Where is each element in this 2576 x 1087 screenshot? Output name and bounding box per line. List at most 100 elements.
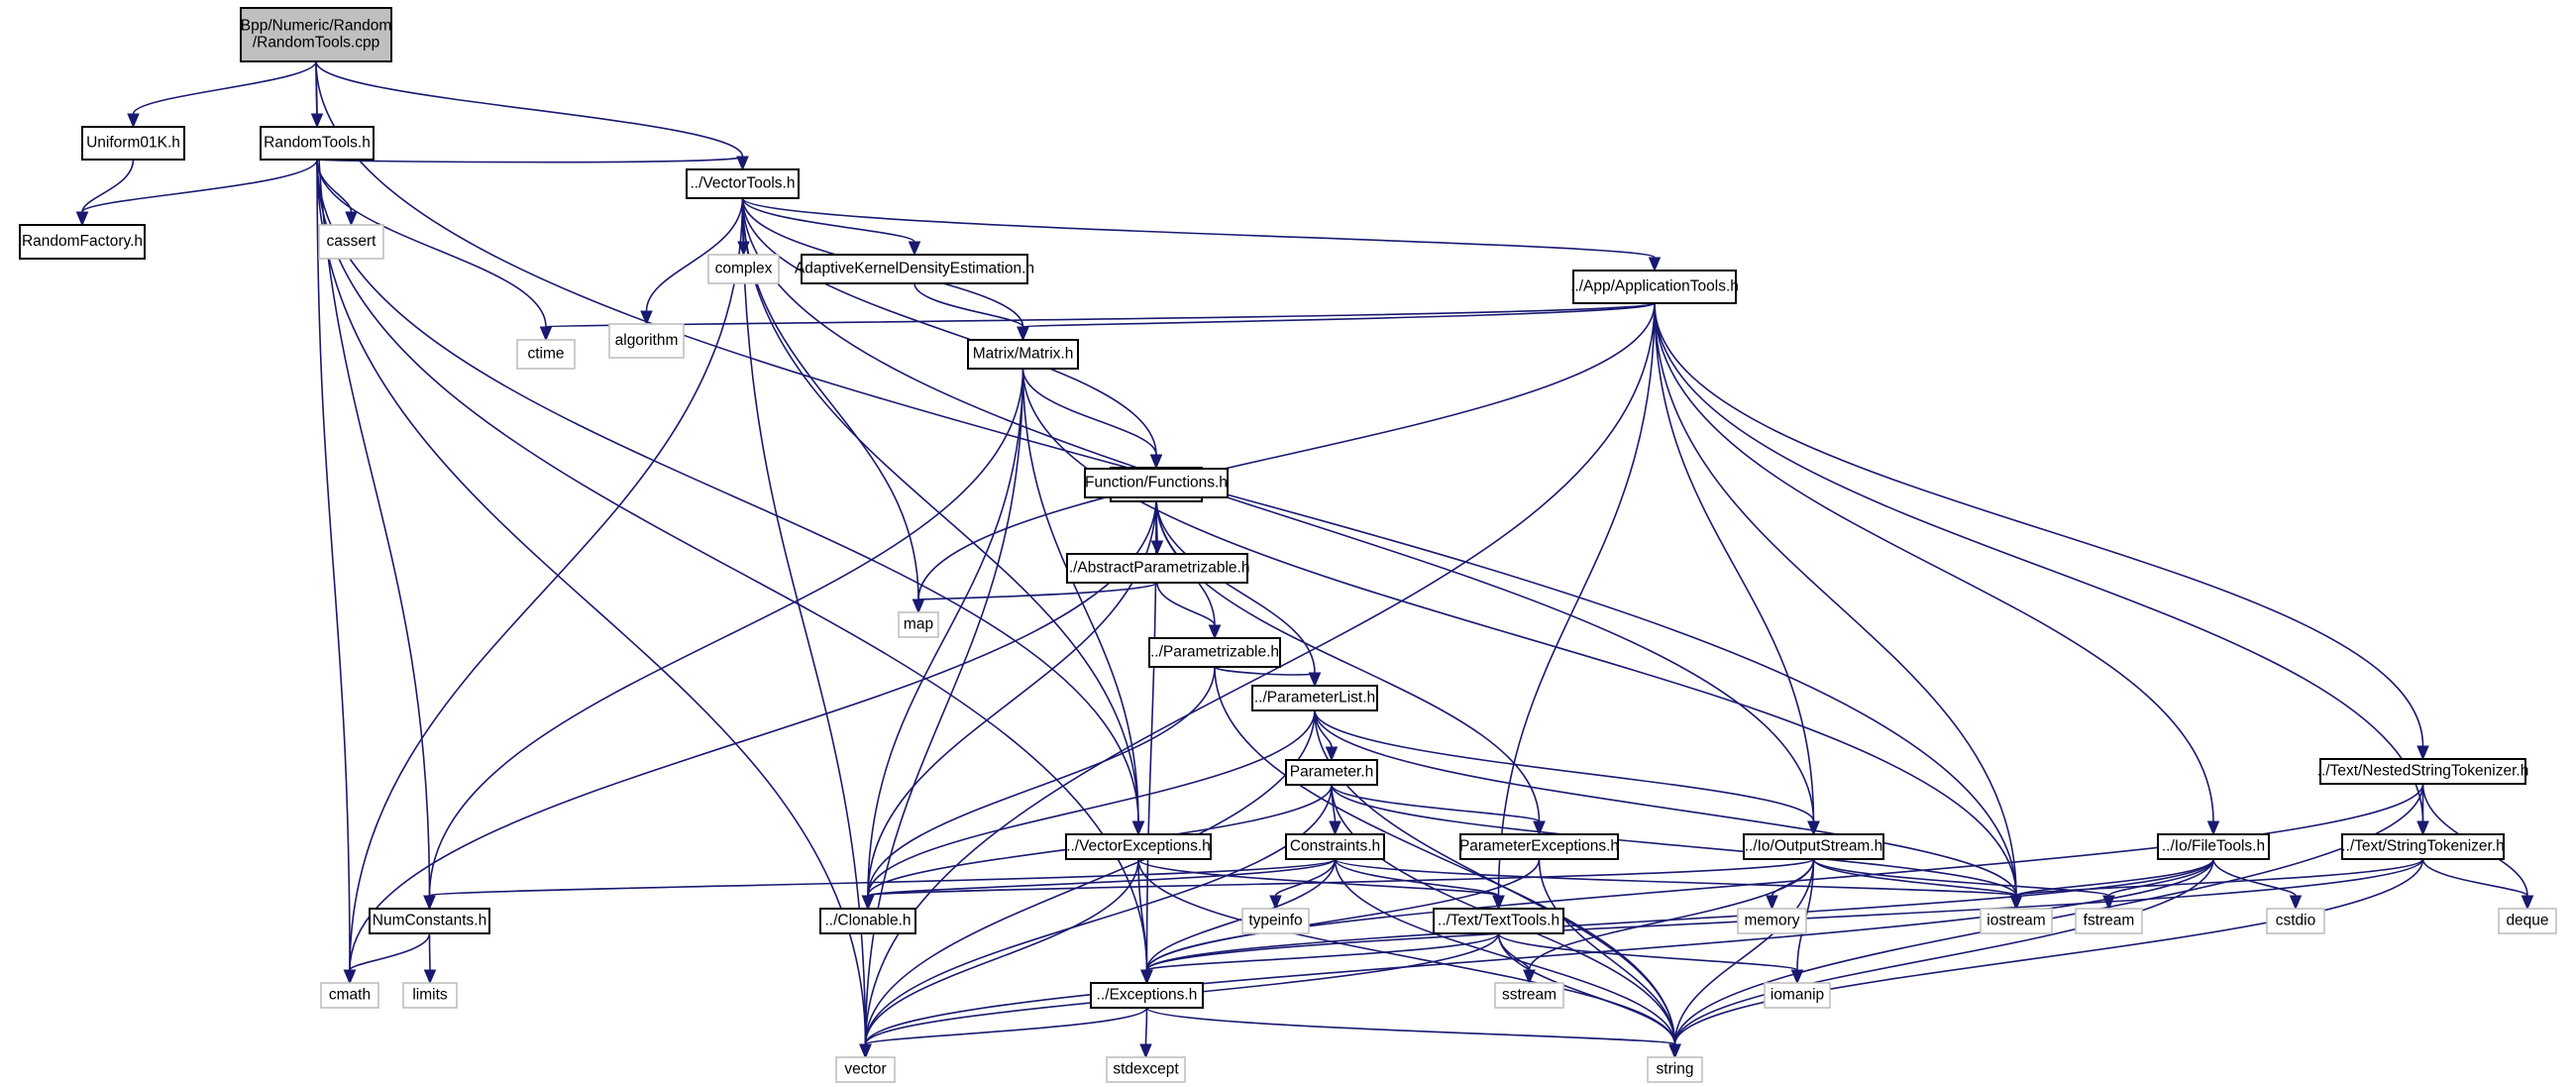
node-label: Constraints.h xyxy=(1290,838,1380,855)
node-vectorexc[interactable]: ../VectorExceptions.h xyxy=(1065,833,1212,860)
node-box xyxy=(686,168,800,199)
arrowhead-icon xyxy=(2206,820,2220,836)
node-label: ../Io/OutputStream.h xyxy=(1745,838,1883,855)
edge-line xyxy=(428,368,1024,897)
dependency-edge-matrix-to-numconstants xyxy=(423,368,1024,911)
node-box xyxy=(1433,908,1564,934)
dependency-edge-filetools-to-cstdio xyxy=(2212,858,2303,911)
edge-line xyxy=(1021,368,1157,456)
edge-line xyxy=(1654,302,1815,822)
arrowhead-icon xyxy=(2009,895,2023,911)
dependency-edge-root-to-vectortools xyxy=(315,60,749,171)
node-abstractparam[interactable]: ../AbstractParametrizable.h xyxy=(1065,553,1250,584)
edge-line xyxy=(1331,784,2017,897)
edge-line xyxy=(2421,858,2528,897)
dependency-edge-apptools-to-outputstream xyxy=(1654,302,1820,836)
node-functions[interactable]: Function/Functions.h xyxy=(1084,468,1229,498)
arrowhead-icon xyxy=(859,1043,872,1059)
dependency-edge-vectortools-to-vectorexc xyxy=(741,197,1145,836)
node-label: ../App/ApplicationTools.h xyxy=(1570,278,1739,295)
edge-line xyxy=(2015,858,2214,897)
node-box xyxy=(707,254,780,284)
arrowhead-icon xyxy=(2289,895,2303,911)
edge-line xyxy=(1331,784,1541,822)
node-matrix[interactable]: Matrix/Matrix.h xyxy=(967,339,1079,370)
edge-line xyxy=(81,159,135,213)
edge-line xyxy=(316,159,351,971)
node-parameterlist[interactable]: ../ParameterList.h xyxy=(1251,685,1378,711)
edge-line xyxy=(1137,858,1676,1045)
node-label: algorithm xyxy=(615,332,679,349)
edge-line xyxy=(316,159,1148,971)
dependency-edge-matrix-to-numtools xyxy=(1021,368,1163,470)
dependency-edge-parameterlist-to-clonable xyxy=(861,709,1316,911)
node-label: RandomTools.h xyxy=(264,135,371,152)
node-box xyxy=(1494,982,1564,1009)
node-root[interactable]: Bpp/Numeric/Random/RandomTools.cpp xyxy=(240,7,392,62)
arrowhead-icon xyxy=(1269,895,1282,911)
edge-line xyxy=(741,197,1139,822)
node-paramexc[interactable]: ParameterExceptions.h xyxy=(1459,833,1619,860)
edge-line xyxy=(1654,302,2424,747)
arrowhead-icon xyxy=(908,241,921,257)
arrowhead-icon xyxy=(1149,454,1163,470)
node-box xyxy=(1980,908,2053,934)
arrowhead-icon xyxy=(539,326,553,342)
node-iostream: iostream xyxy=(1980,908,2053,934)
node-label: typeinfo xyxy=(1248,913,1302,929)
dependency-edge-randomtools_h-to-randomfactory xyxy=(75,159,318,227)
dependency-edge-exceptions-to-string xyxy=(1145,1007,1681,1059)
edge-line xyxy=(1334,858,2017,897)
node-akde[interactable]: AdaptiveKernelDensityEstimation.h xyxy=(795,254,1034,284)
edge-line xyxy=(316,156,744,163)
node-box xyxy=(1647,1056,1703,1083)
node-box xyxy=(2157,833,2270,860)
node-box xyxy=(1743,833,1884,860)
node-outputstream[interactable]: ../Io/OutputStream.h xyxy=(1743,833,1884,860)
node-label: Uniform01K.h xyxy=(86,135,180,152)
edge-line xyxy=(349,932,431,971)
node-vectortools[interactable]: ../VectorTools.h xyxy=(686,168,800,199)
dependency-edge-vectortools-to-apptools xyxy=(741,197,1662,272)
dependency-edge-constraints-to-numconstants xyxy=(423,858,1337,911)
arrowhead-icon xyxy=(1131,820,1145,836)
node-box xyxy=(369,908,490,934)
node-label: sstream xyxy=(1502,987,1556,1004)
node-box xyxy=(2319,758,2526,785)
edge-line xyxy=(867,666,1216,897)
dependency-edge-abstractparam-to-map xyxy=(912,582,1158,614)
node-constraints[interactable]: Constraints.h xyxy=(1285,833,1385,860)
node-nestedtok[interactable]: ../Text/NestedStringTokenizer.h xyxy=(2317,758,2529,785)
node-label: ../VectorExceptions.h xyxy=(1066,838,1211,855)
edge-line xyxy=(1812,858,2110,897)
edge-line xyxy=(741,197,867,1045)
edge-line xyxy=(1654,302,2424,822)
node-exceptions[interactable]: ../Exceptions.h xyxy=(1090,982,1204,1009)
node-label: /RandomTools.cpp xyxy=(253,35,379,52)
edge-line xyxy=(1145,783,2424,971)
node-apptools[interactable]: ../App/ApplicationTools.h xyxy=(1570,270,1739,304)
node-uniform01k[interactable]: Uniform01K.h xyxy=(81,126,185,161)
node-randomfactory[interactable]: RandomFactory.h xyxy=(19,224,146,260)
node-randomtools-h[interactable]: RandomTools.h xyxy=(260,126,375,161)
node-filetools[interactable]: ../Io/FileTools.h xyxy=(2157,833,2270,860)
dependency-edge-apptools-to-matrix xyxy=(1017,302,1656,342)
node-texttools[interactable]: ../Text/TextTools.h xyxy=(1433,908,1564,934)
dependency-edge-matrix-to-vectorexc xyxy=(1021,368,1145,836)
node-parameter[interactable]: Parameter.h xyxy=(1285,759,1378,786)
node-clonable[interactable]: ../Clonable.h xyxy=(819,908,916,934)
edge-line xyxy=(315,60,431,897)
dependency-edge-parameter-to-paramexc xyxy=(1331,784,1546,836)
edge-line xyxy=(1497,932,1676,1045)
node-box xyxy=(1065,833,1212,860)
node-numconstants[interactable]: NumConstants.h xyxy=(369,908,490,934)
node-stringtok[interactable]: ../Text/StringTokenizer.h xyxy=(2341,833,2505,860)
node-label: deque xyxy=(2506,913,2548,929)
node-box xyxy=(320,982,379,1009)
node-parametrizable[interactable]: ../Parametrizable.h xyxy=(1148,637,1281,668)
node-box xyxy=(81,126,185,161)
edge-line xyxy=(1145,858,2214,971)
arrowhead-icon xyxy=(1492,895,1505,911)
edge-line xyxy=(1145,1007,1676,1045)
node-box xyxy=(1572,270,1737,304)
